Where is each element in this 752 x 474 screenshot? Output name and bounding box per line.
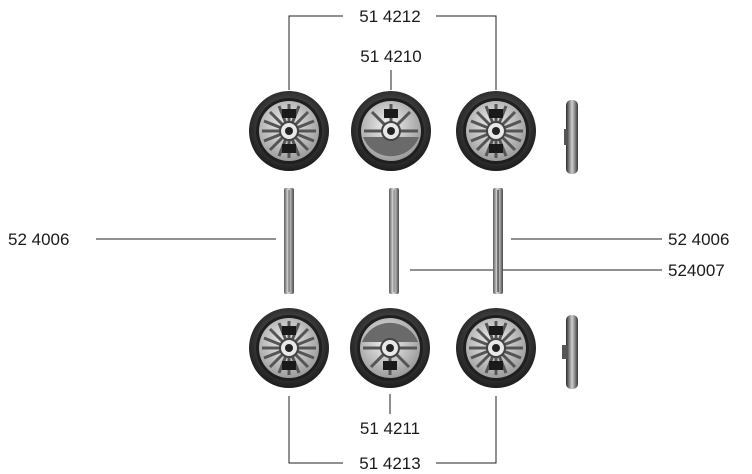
label-52-4006-left: 52 4006 — [8, 230, 69, 249]
label-51-4212: 51 4212 — [359, 7, 420, 26]
leader-top-outer — [288, 15, 497, 90]
wheel-bottom-left — [249, 308, 329, 388]
wheel-profile-bottom — [562, 315, 578, 389]
wheel-bottom-right — [456, 308, 536, 388]
wheel-top-left — [249, 91, 329, 171]
wheel-top-center — [351, 91, 431, 171]
label-52-4006-right: 52 4006 — [668, 230, 729, 249]
part-labels: 51 4212 51 4210 52 4006 52 4006 524007 5… — [8, 7, 729, 473]
axle-right — [493, 188, 503, 294]
label-51-4210: 51 4210 — [360, 47, 421, 66]
leader-bottom-outer — [288, 396, 497, 464]
axle-left — [284, 188, 294, 294]
wheel-bottom-center — [350, 308, 430, 388]
axle-center — [389, 188, 399, 294]
label-524007: 524007 — [668, 261, 725, 280]
leader-lines — [96, 15, 662, 464]
label-51-4211: 51 4211 — [360, 419, 420, 438]
wheel-profile-top — [564, 100, 578, 174]
label-51-4213: 51 4213 — [359, 454, 420, 473]
wheel-top-right — [456, 91, 536, 171]
